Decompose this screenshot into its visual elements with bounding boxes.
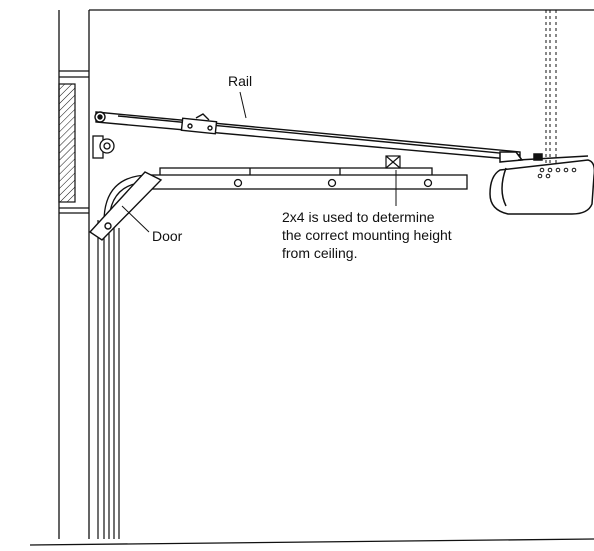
vertical-track xyxy=(97,220,120,539)
door-panel xyxy=(88,171,163,241)
floor-line xyxy=(29,538,594,546)
horizontal-track xyxy=(149,174,468,190)
leader-lines xyxy=(121,91,397,233)
opener-motor-unit xyxy=(489,151,594,215)
two-by-four-block xyxy=(385,155,401,169)
rail-leader xyxy=(239,91,247,119)
header-board xyxy=(58,83,76,203)
rail-center-line xyxy=(117,115,521,156)
note-line-3: from ceiling. xyxy=(282,245,357,261)
motor-housing xyxy=(489,159,594,215)
rail-body xyxy=(95,111,521,161)
trolley xyxy=(180,117,218,135)
door-section xyxy=(88,171,163,241)
header-bracket xyxy=(92,135,115,159)
door-leader xyxy=(121,205,150,233)
door-label: Door xyxy=(152,228,183,244)
rail-label: Rail xyxy=(228,73,252,89)
rail xyxy=(94,111,521,161)
note-line-1: 2x4 is used to determine xyxy=(282,209,435,225)
ceiling-bracket xyxy=(545,10,557,166)
note-line-2: the correct mounting height xyxy=(282,227,452,243)
